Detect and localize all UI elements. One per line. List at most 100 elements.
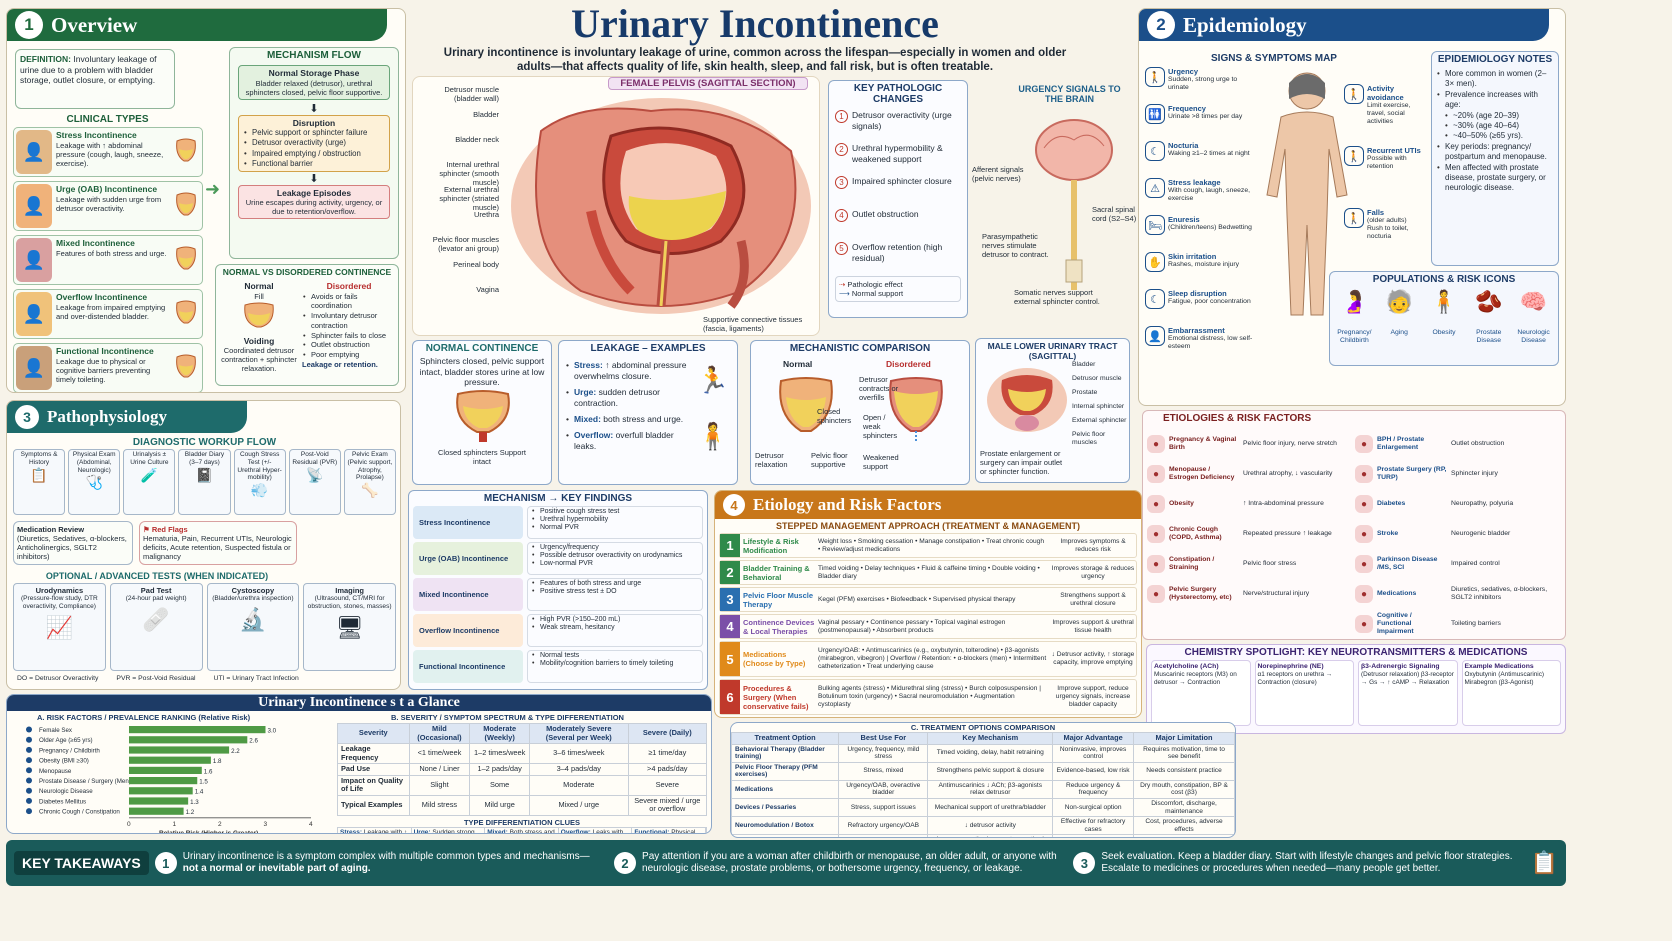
clues-title: TYPE DIFFERENTIATION CLUES [463,817,581,827]
section-title: Overview [51,12,138,37]
chart-category-label: Obesity (BMI ≥30) [39,758,89,765]
severity-cell: Mild urge [469,794,530,816]
arrow-down-icon: ⬇ [309,102,319,115]
chart-category-label: Female Sex [39,727,73,734]
severity-cell: <1 time/week [408,743,471,765]
treatment-cell: Evidence-based, low risk [1052,761,1135,781]
risk-factor-name: Pelvic Surgery (Hysterectomy, etc) [1169,585,1232,601]
mechanism-findings-box: MECHANISM → KEY FINDINGS Stress Incontin… [408,490,708,690]
mechanism-findings: Urgency/frequencyPossible detrusor overa… [527,542,703,575]
treatment-header-cell: Major Advantage [1052,732,1135,745]
chart-bar [129,797,189,805]
chart-tick-label: 4 [309,821,313,828]
mechanistic-comparison-box: MECHANISTIC COMPARISON Normal Disordered… [750,340,970,485]
sign-icon: 🚶 [1344,84,1364,104]
normal-storage-desc: Bladder relaxed (detrusor), urethral sph… [245,78,383,97]
pathologic-changes-title: KEY PATHOLOGIC CHANGES [853,83,943,105]
section-number: 1 [15,11,43,39]
risk-factor-name: Medications [1377,589,1417,597]
normal-storage-box: Normal Storage Phase Bladder relaxed (de… [238,65,390,100]
section-title: Epidemiology [1183,12,1307,37]
risk-factor-icon: ● [1147,555,1165,573]
chemistry-name: Norepinephrine (NE) [1257,663,1324,670]
bladder-comparison-illustration [779,377,943,443]
chart-value-label: 1.5 [199,779,208,786]
clue-text: Sudden strong urge followed by leakage. [432,828,475,834]
chemistry-name: Example Medications [1464,663,1534,670]
chart-tick-label: 1 [173,821,177,828]
sign-icon: ⚠ [1145,178,1165,198]
risk-factor-icon: ● [1147,465,1165,483]
nvd-disordered-label: Disordered [326,281,372,291]
sign-desc: Fatigue, poor concentration [1168,298,1251,305]
sign-text: Falls(older adults) Rush to toilet, noct… [1367,208,1424,270]
change-number-badge: 4 [835,209,848,222]
leakage-example-key: Stress: [574,360,603,370]
sign-icon: 🚶 [1145,67,1165,87]
sign-icon: 🚶 [1344,146,1364,166]
change-text: Urethral hypermobility & weakened suppor… [852,143,943,164]
mechcomp-d1: Detrusor contracts or overfills [859,375,899,402]
workup-step-label: Post-Void Residual (PVR) [292,451,338,466]
advanced-test-icon: 🩹 [142,606,170,632]
mechanism-findings-title: MECHANISM → KEY FINDINGS [483,493,633,504]
male-tract-label: Bladder [1072,361,1096,368]
mechcomp-d2: Open / weak sphincters [863,413,898,440]
takeaway-body: Seek evaluation. Keep a bladder diary. S… [1101,851,1513,874]
sign-name: Nocturia [1168,141,1199,150]
change-number-badge: 2 [835,143,848,156]
section-number: 3 [15,405,39,429]
clinical-types-title: CLINICAL TYPES [66,114,149,125]
treatment-row: Behavioral Therapy (Bladder training)Urg… [731,743,1235,763]
step-outcome: ↓ Detrusor activity, ↑ storage capacity,… [1051,651,1135,666]
male-urinary-tract-title: MALE LOWER URINARY TRACT (SAGITTAL) [987,341,1118,361]
risk-factor-icon: ● [1355,555,1373,573]
closed-bladder-illustration [456,389,510,442]
treatment-cell: Mechanical support of urethra/bladder [927,797,1054,818]
workup-step: Urinalysis ± Urine Culture🧪 [123,449,176,515]
section-number: 4 [723,494,745,516]
clue-key: Functional: [634,828,670,834]
signs-map-title: SIGNS & SYMPTOMS MAP [1211,53,1337,64]
chart-category-label: Pregnancy / Childbirth [39,747,100,754]
mechanism-finding-row: Overflow IncontinenceHigh PVR (>150–200 … [413,614,703,647]
red-flags-title: Red Flags [151,525,188,534]
chart-category-icon [26,767,32,774]
chart-bar [129,807,184,815]
treatment-cell: Dry mouth, constipation, BP & cost (β3) [1133,779,1235,799]
population-icon: 🧓 [1385,289,1413,314]
treatment-header-cell: Major Limitation [1133,732,1235,745]
sign-icon: ✋ [1145,252,1165,272]
note-item: ~40–50% (≥65 yrs). [1444,131,1554,142]
workup-step-label: Pelvic Exam (Pelvic support, Atrophy, Pr… [347,451,393,482]
finding-item: Positive stress test ± DO [531,588,699,596]
clue-key: Overflow: [560,828,591,834]
advanced-test: Cystoscopy(Bladder/urethra inspection)🔬 [206,583,300,671]
workup-step: Post-Void Residual (PVR)📡 [288,449,341,515]
risk-factor-desc: Pelvic floor injury, nerve stretch [1243,439,1337,447]
step-outcome: Strengthens support & urethral closure [1060,591,1126,607]
workup-step: Physical Exam (Abdominal, Neurologic)🩺 [68,449,121,515]
risk-factor-name: Chronic Cough (COPD, Asthma) [1169,525,1222,541]
sign-icon: ☾ [1145,289,1165,309]
sign-item: 🛏Enuresis(Children/teens) Bedwetting [1145,215,1255,252]
bladder-icon [172,292,200,336]
treatment-cell: Discomfort, discharge, maintenance [1133,797,1235,818]
sign-desc: (older adults) Rush to toilet, nocturia [1367,217,1409,241]
treatment-cell: Effective for refractory cases [1052,816,1135,836]
treatment-cell: Needs consistent practice [1133,761,1235,781]
risk-factor-row: ●Pelvic Surgery (Hysterectomy, etc)Nerve… [1147,579,1347,609]
sign-name: Frequency [1168,104,1206,113]
population-icon: 🧠 [1519,289,1548,314]
brain-panel: URGENCY SIGNALS TO THE BRAIN Afferent si… [972,80,1136,330]
finding-item: High PVR (>150–200 mL) [531,616,699,624]
